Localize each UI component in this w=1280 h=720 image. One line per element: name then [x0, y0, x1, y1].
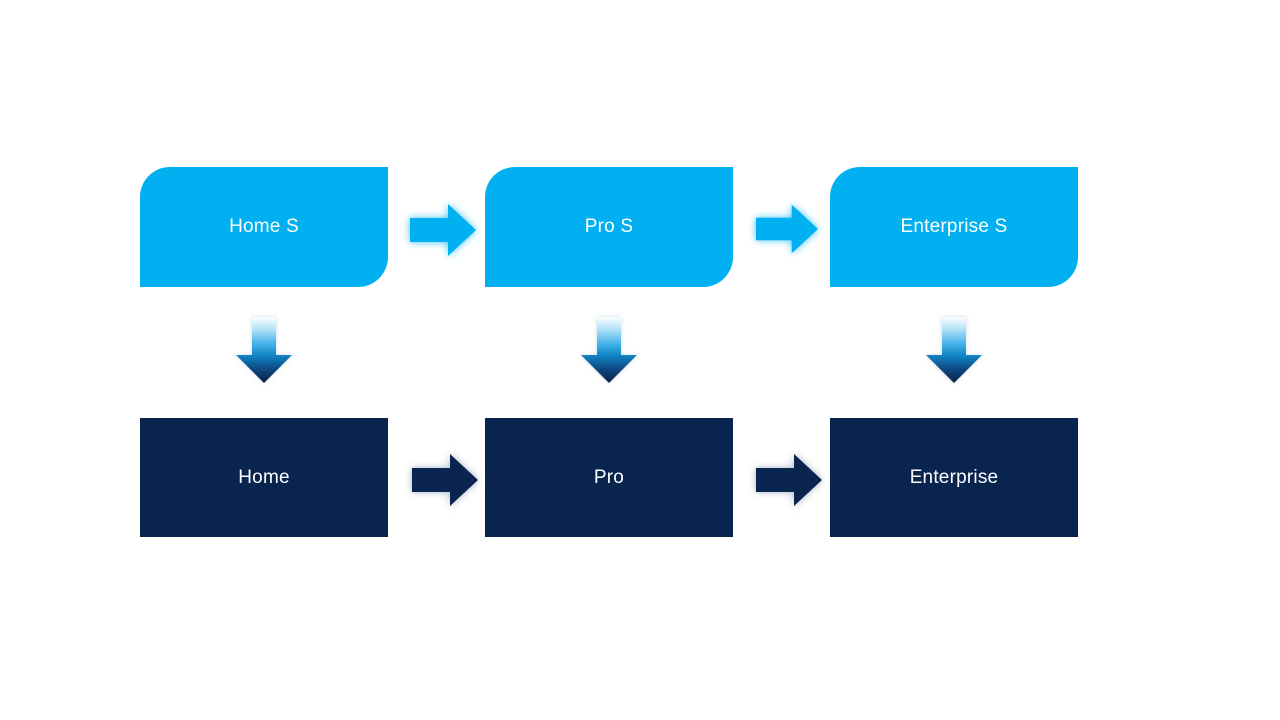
- node-pro-s-label: Pro S: [584, 216, 634, 237]
- node-enterprise-s: Enterprise S: [830, 167, 1078, 287]
- node-enterprise: Enterprise: [830, 418, 1078, 537]
- node-pro-s: Pro S: [485, 167, 733, 287]
- down-arrow-icon: [581, 317, 637, 388]
- node-pro: Pro: [485, 418, 733, 537]
- node-enterprise-label: Enterprise: [909, 466, 999, 488]
- right-arrow-icon: [410, 204, 476, 261]
- node-home-s: Home S: [140, 167, 388, 287]
- node-home-s-label: Home S: [229, 216, 299, 237]
- right-arrow-icon: [412, 454, 478, 511]
- node-home: Home: [140, 418, 388, 537]
- right-arrow-icon: [756, 204, 818, 259]
- node-pro-label: Pro: [593, 466, 625, 488]
- node-enterprise-s-label: Enterprise S: [900, 216, 1008, 237]
- right-arrow-icon: [756, 454, 822, 511]
- down-arrow-icon: [926, 317, 982, 388]
- node-home-label: Home: [238, 466, 290, 488]
- down-arrow-icon: [236, 317, 292, 388]
